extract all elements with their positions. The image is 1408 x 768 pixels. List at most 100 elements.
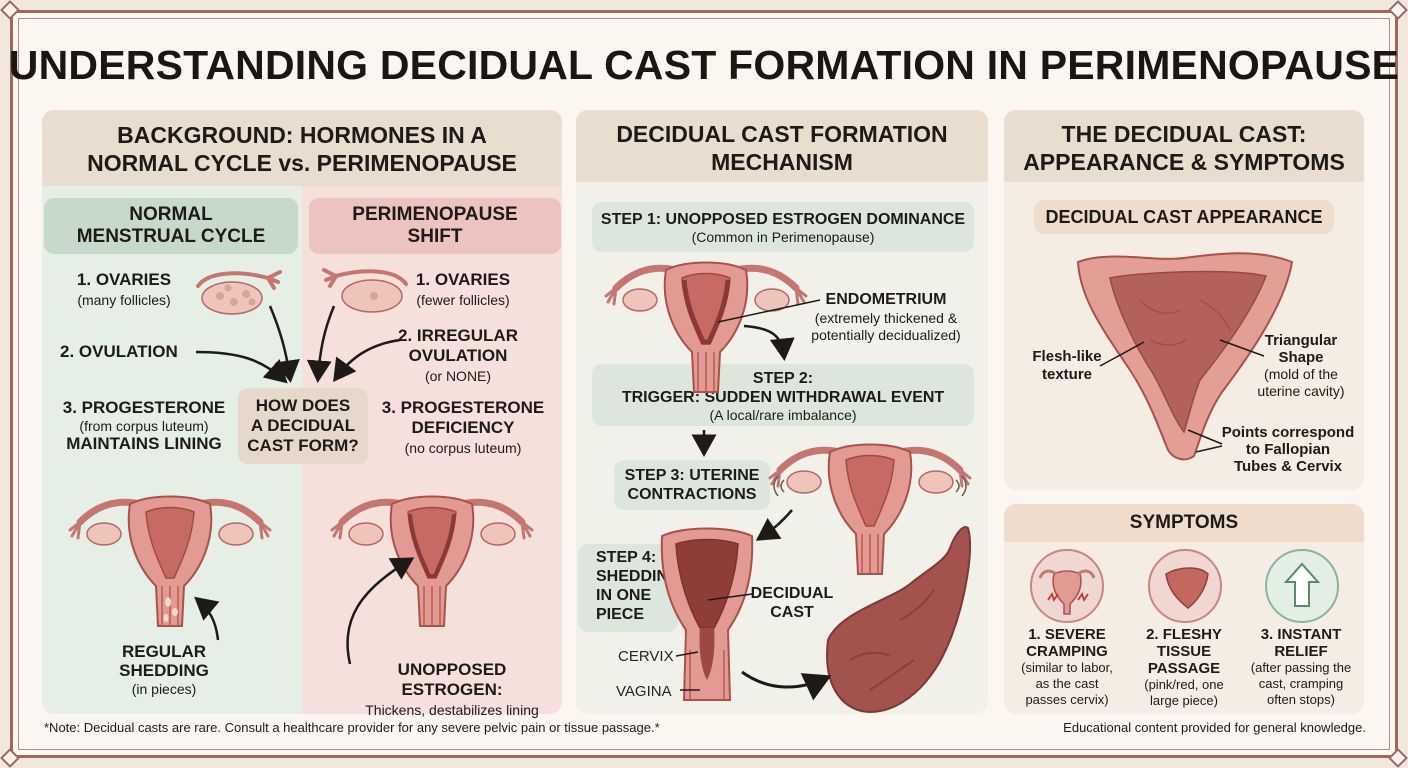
peri-step2-title2: OVULATION bbox=[408, 346, 508, 365]
vagina-label: VAGINA bbox=[616, 683, 672, 700]
appearance-subheading: DECIDUAL CAST APPEARANCE bbox=[1034, 200, 1334, 234]
symptom-2-title3: PASSAGE bbox=[1147, 660, 1221, 677]
peri-title-line2: SHIFT bbox=[407, 226, 463, 247]
step4-line2: SHEDDING bbox=[596, 568, 681, 585]
flesh-label: Flesh-like texture bbox=[1022, 348, 1112, 384]
normal-step3-title: 3. PROGESTERONE bbox=[62, 398, 226, 417]
normal-step2: 2. OVULATION bbox=[60, 342, 178, 361]
peri-step1: 1. OVARIES (fewer follicles) bbox=[398, 270, 528, 310]
frame-inner-border bbox=[18, 18, 1390, 750]
normal-title-line1: NORMAL bbox=[129, 204, 213, 225]
normal-shed-sub: (in pieces) bbox=[131, 681, 197, 697]
peri-estrogen: UNOPPOSED ESTROGEN: Thickens, destabiliz… bbox=[346, 660, 558, 720]
points-line3: Tubes & Cervix bbox=[1233, 458, 1343, 475]
points-label: Points correspond to Fallopian Tubes & C… bbox=[1218, 424, 1358, 475]
normal-cycle-header: NORMAL MENSTRUAL CYCLE bbox=[44, 198, 298, 254]
expelled-cast-illustration bbox=[826, 526, 971, 714]
symptom-1-desc3: passes cervix) bbox=[1025, 692, 1109, 707]
peri-step2-sub: (or NONE) bbox=[424, 368, 492, 384]
uterus-step1-illustration bbox=[606, 263, 806, 393]
peri-title-line1: PERIMENOPAUSE bbox=[352, 204, 518, 225]
appearance-heading-line1: THE DECIDUAL CAST: bbox=[1061, 121, 1307, 147]
normal-step3-sub: (from corpus luteum) bbox=[79, 418, 209, 434]
cast-appearance-illustration bbox=[1076, 252, 1294, 461]
uterus-step4-illustration bbox=[660, 527, 754, 701]
symptom-2-title1: 2. FLESHY bbox=[1146, 626, 1222, 643]
background-heading-line1: BACKGROUND: HORMONES IN A bbox=[117, 122, 487, 148]
mechanism-heading-line1: DECIDUAL CAST FORMATION bbox=[616, 121, 948, 147]
step2-title2: TRIGGER: SUDDEN WITHDRAWAL EVENT bbox=[621, 389, 945, 406]
mechanism-heading-line2: MECHANISM bbox=[711, 149, 853, 175]
step2-title1: STEP 2: bbox=[752, 370, 814, 387]
step4-box: STEP 4: SHEDDING IN ONE PIECE bbox=[578, 544, 681, 632]
step2-box: STEP 2: TRIGGER: SUDDEN WITHDRAWAL EVENT… bbox=[592, 364, 974, 426]
uterus-step3-illustration bbox=[770, 445, 970, 575]
tri-line3: (mold of the bbox=[1264, 366, 1338, 382]
cast-label-line2: CAST bbox=[770, 604, 814, 621]
appearance-heading: THE DECIDUAL CAST: APPEARANCE & SYMPTOMS bbox=[1004, 110, 1364, 182]
step3-box: STEP 3: UTERINE CONTRACTIONS bbox=[614, 460, 770, 510]
points-line1: Points correspond bbox=[1221, 424, 1355, 441]
symptom-3-title1: 3. INSTANT bbox=[1260, 626, 1342, 643]
normal-title-line2: MENSTRUAL CYCLE bbox=[76, 226, 266, 247]
peri-step1-title: 1. OVARIES bbox=[415, 270, 511, 289]
normal-step1: 1. OVARIES (many follicles) bbox=[54, 270, 194, 310]
uterus-peri-illustration bbox=[332, 497, 532, 627]
step2-sub: (A local/rare imbalance) bbox=[709, 407, 857, 423]
step3-title2: CONTRACTIONS bbox=[627, 486, 757, 503]
background-heading-line2: NORMAL CYCLE vs. PERIMENOPAUSE bbox=[87, 150, 517, 176]
center-question-line3: CAST FORM? bbox=[247, 436, 359, 455]
tri-line4: uterine cavity) bbox=[1257, 383, 1345, 399]
symptom-1-desc1: (similar to labor, bbox=[1021, 660, 1113, 675]
normal-shedding: REGULAR SHEDDING (in pieces) bbox=[104, 642, 224, 699]
uterus-normal-illustration bbox=[70, 497, 270, 627]
mechanism-heading: DECIDUAL CAST FORMATION MECHANISM bbox=[576, 110, 988, 182]
decidual-cast-label: DECIDUAL CAST bbox=[744, 584, 840, 622]
symptom-3-desc2: cast, cramping bbox=[1258, 676, 1344, 691]
endometrium-label: ENDOMETRIUM (extremely thickened & poten… bbox=[800, 290, 972, 344]
symptom-1-desc2: as the cast bbox=[1035, 676, 1099, 691]
normal-step3: 3. PROGESTERONE (from corpus luteum) MAI… bbox=[56, 398, 232, 454]
cramping-icon bbox=[1030, 549, 1104, 623]
peri-step1-sub: (fewer follicles) bbox=[416, 292, 510, 308]
flesh-line1: Flesh-like bbox=[1032, 348, 1102, 365]
center-question-line2: A DECIDUAL bbox=[250, 416, 356, 435]
normal-shed-title2: SHEDDING bbox=[119, 661, 209, 680]
symptom-1-title1: 1. SEVERE bbox=[1028, 626, 1106, 643]
tri-line2: Shape bbox=[1278, 349, 1324, 366]
ovary-peri-icon bbox=[322, 268, 408, 314]
symptom-3: 3. INSTANT RELIEF (after passing the cas… bbox=[1240, 626, 1362, 708]
center-question-line1: HOW DOES bbox=[255, 396, 351, 415]
relief-arrow-icon bbox=[1265, 549, 1339, 623]
step4-line3: IN ONE bbox=[596, 587, 652, 604]
cervix-label: CERVIX bbox=[618, 648, 674, 665]
tri-line1: Triangular bbox=[1264, 332, 1338, 349]
page-title: UNDERSTANDING DECIDUAL CAST FORMATION IN… bbox=[8, 42, 1400, 88]
peri-step3-title1: 3. PROGESTERONE bbox=[381, 398, 545, 417]
endometrium-sub2: potentially decidualized) bbox=[811, 327, 961, 343]
symptom-3-desc1: (after passing the bbox=[1250, 660, 1352, 675]
ovary-normal-icon bbox=[196, 270, 282, 316]
step1-box: STEP 1: UNOPPOSED ESTROGEN DOMINANCE (Co… bbox=[592, 202, 974, 252]
flesh-line2: texture bbox=[1041, 366, 1093, 383]
peri-step2: 2. IRREGULAR OVULATION (or NONE) bbox=[388, 326, 528, 386]
normal-step1-title: 1. OVARIES bbox=[76, 270, 172, 289]
step4-line1: STEP 4: bbox=[596, 549, 657, 566]
center-question-box: HOW DOES A DECIDUAL CAST FORM? bbox=[238, 388, 368, 464]
background-heading: BACKGROUND: HORMONES IN A NORMAL CYCLE v… bbox=[42, 110, 562, 186]
symptoms-heading: SYMPTOMS bbox=[1004, 504, 1364, 542]
symptom-2-desc1: (pink/red, one bbox=[1144, 677, 1224, 692]
endometrium-title: ENDOMETRIUM bbox=[825, 291, 947, 308]
appearance-heading-line2: APPEARANCE & SYMPTOMS bbox=[1023, 149, 1345, 175]
normal-step1-sub: (many follicles) bbox=[77, 292, 171, 308]
peri-header: PERIMENOPAUSE SHIFT bbox=[309, 198, 561, 254]
footer-note: *Note: Decidual casts are rare. Consult … bbox=[44, 720, 660, 735]
normal-step3-title2: MAINTAINS LINING bbox=[66, 434, 222, 453]
symptom-3-title2: RELIEF bbox=[1274, 643, 1328, 660]
normal-shed-title1: REGULAR bbox=[121, 642, 207, 661]
peri-step3-sub: (no corpus luteum) bbox=[404, 440, 522, 456]
tissue-icon bbox=[1148, 549, 1222, 623]
symptom-2-desc2: large piece) bbox=[1150, 693, 1218, 708]
points-line2: to Fallopian bbox=[1245, 441, 1331, 458]
